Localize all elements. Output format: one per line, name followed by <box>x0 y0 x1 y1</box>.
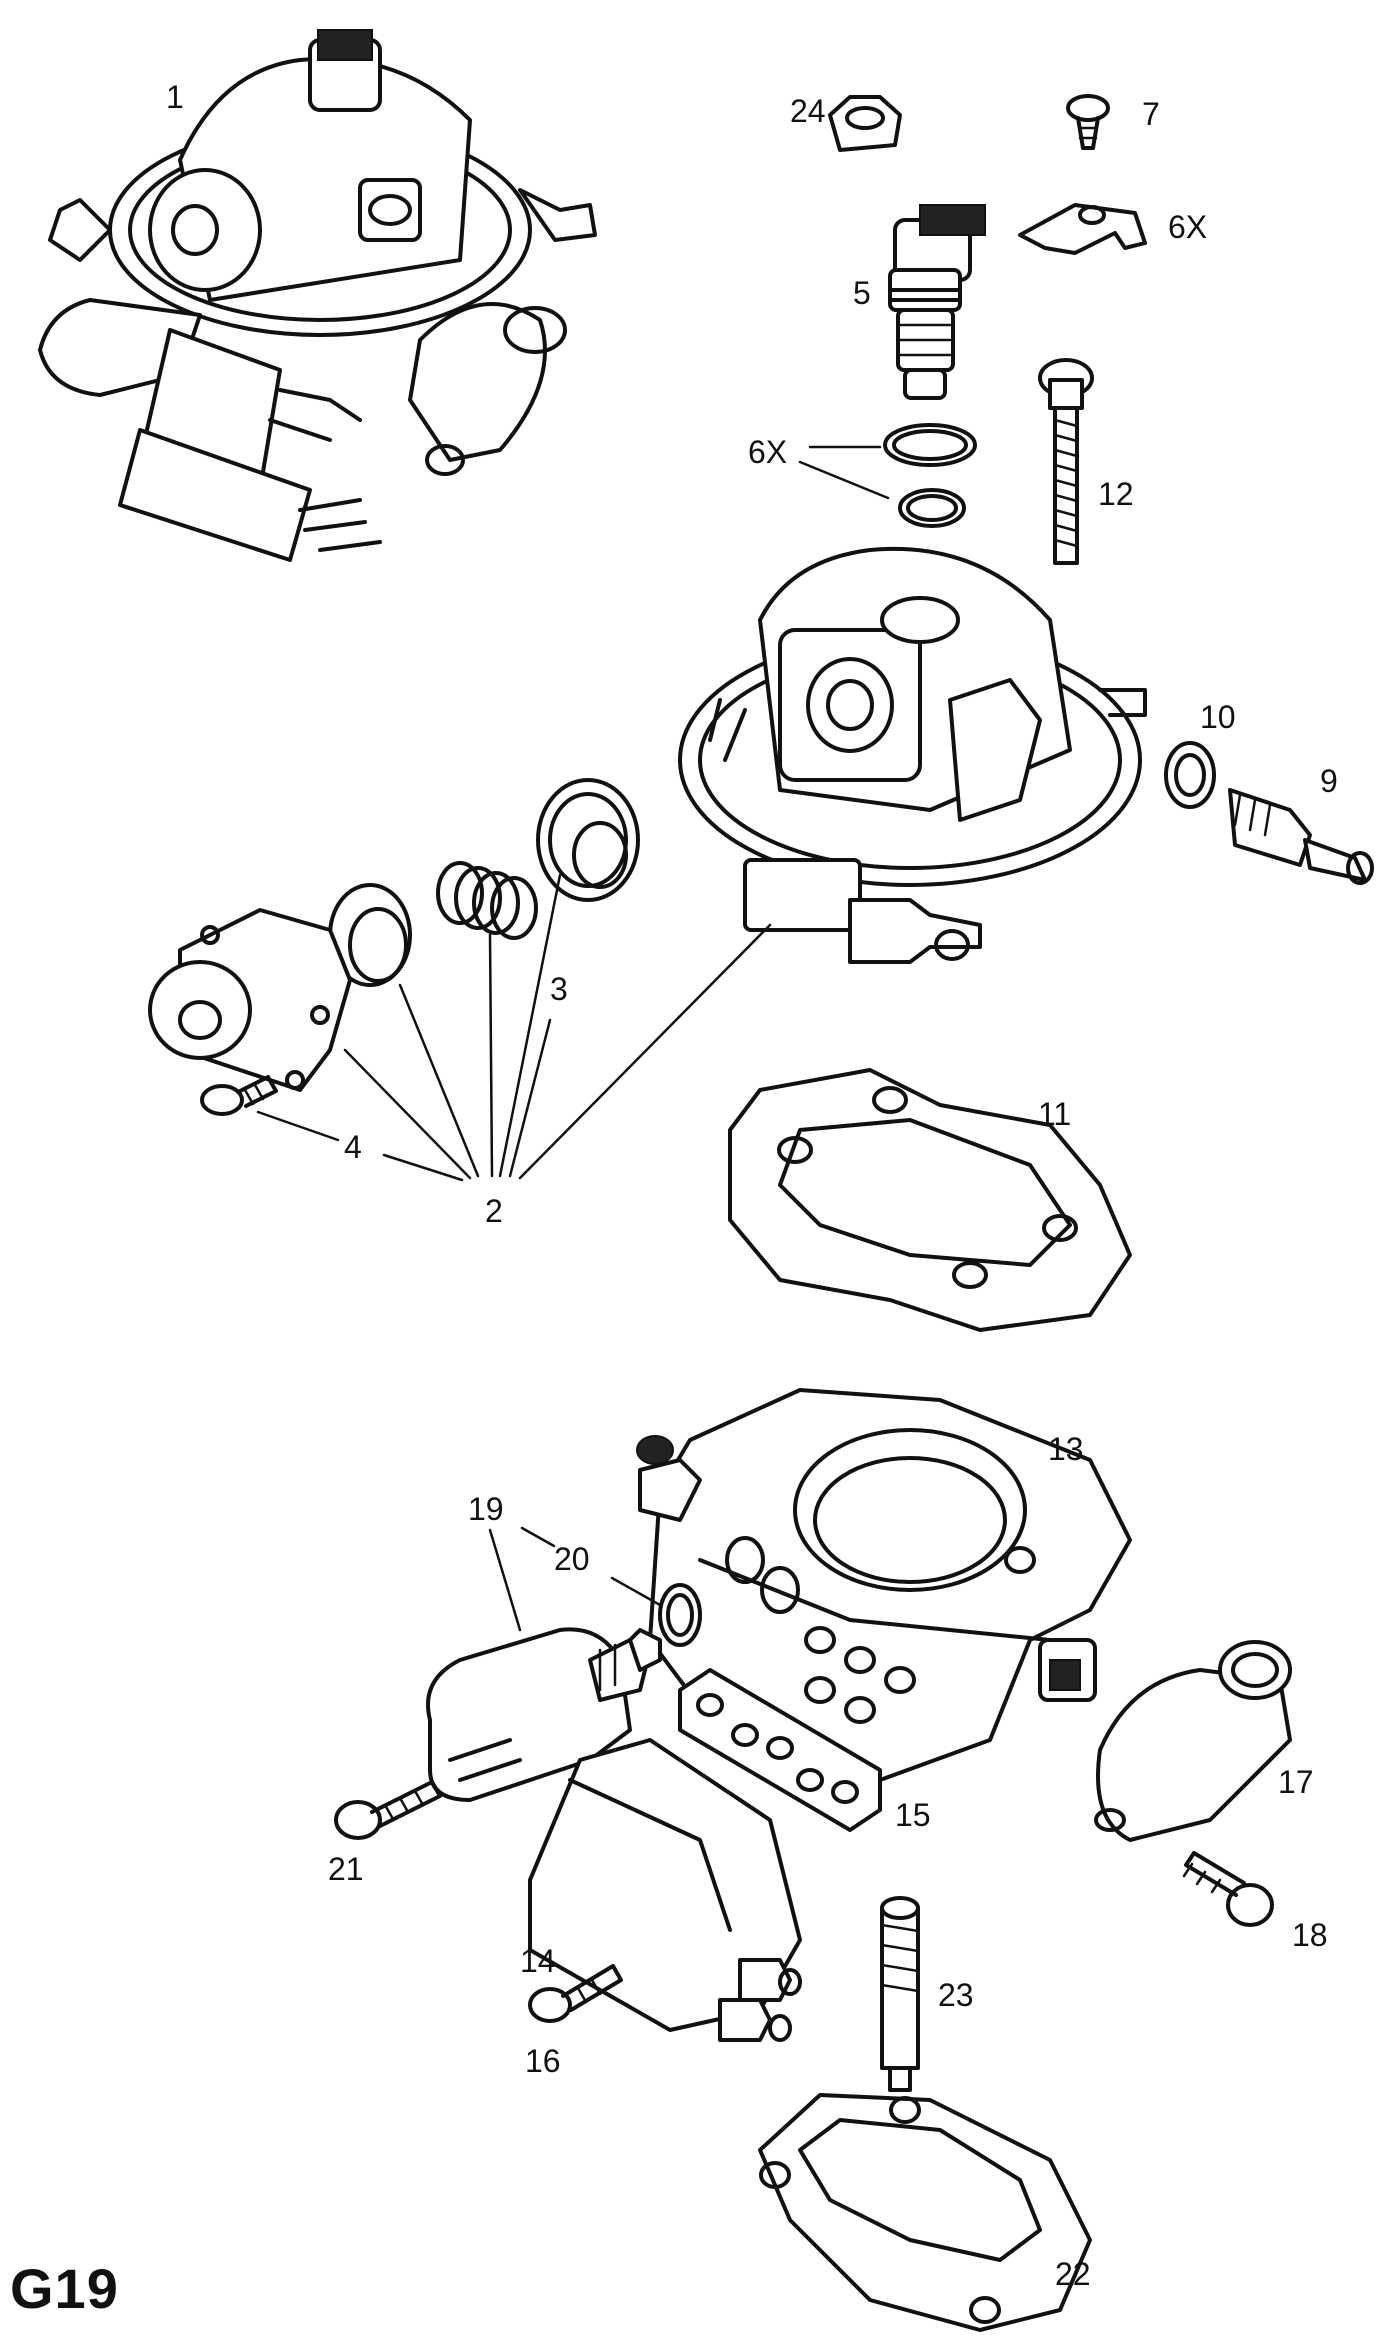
callout-18: 18 <box>1292 1917 1328 1953</box>
callout-21: 21 <box>328 1851 364 1887</box>
part-15-gasket: 15 <box>678 1668 931 1833</box>
callout-7: 6X <box>1168 209 1207 245</box>
callout-20: 20 <box>554 1541 590 1577</box>
callout-22: 22 <box>1055 2256 1091 2292</box>
spring <box>436 861 538 940</box>
callout-8: 7 <box>1142 96 1160 132</box>
callout-5: 5 <box>853 275 871 311</box>
callout-6x: 6X <box>748 434 787 470</box>
part-13-throttle-housing: 13 <box>636 1388 1132 1782</box>
callout-16: 16 <box>525 2043 561 2079</box>
callout-23: 23 <box>938 1977 974 2013</box>
part-18-screw: 18 <box>1182 1851 1328 1953</box>
upper-housing <box>678 546 1147 964</box>
part-5-injector: 5 <box>853 204 986 400</box>
callout-24: 24 <box>790 93 826 129</box>
callout-15: 15 <box>895 1797 931 1833</box>
callout-17: 17 <box>1278 1764 1314 1800</box>
part-22-gasket: 22 <box>758 2093 1092 2332</box>
callout-13: 13 <box>1048 1431 1084 1467</box>
part-23-stud: 23 <box>880 1896 974 2092</box>
callout-2: 2 <box>485 1193 503 1229</box>
part-24-nut: 24 <box>790 93 902 152</box>
callout-3: 3 <box>550 971 568 1007</box>
callout-9: 9 <box>1320 763 1338 799</box>
part-1-throttle-body-assembly: 1 <box>38 29 597 562</box>
part-3-diaphragm-cup: 3 <box>536 778 640 1007</box>
callout-11: 11 <box>1038 1096 1071 1132</box>
part-11-gasket: 11 <box>728 1068 1132 1332</box>
callout-19: 19 <box>468 1491 504 1527</box>
part-14-cover: 14 <box>520 1738 802 2042</box>
part-4-screw: 4 <box>200 1075 362 1165</box>
part-9-fitting: 9 <box>1228 763 1374 885</box>
part-8-screw: 7 <box>1066 94 1160 150</box>
part-6x-o-rings: 6X <box>748 423 977 528</box>
part-17-sensor: 17 <box>1094 1640 1314 1842</box>
part-20-o-ring: 20 <box>554 1541 702 1647</box>
part-12-bolt: 12 <box>1038 358 1134 565</box>
part-16-screw: 16 <box>525 1964 623 2079</box>
callout-14: 14 <box>520 1943 556 1979</box>
callout-10: 10 <box>1200 699 1236 735</box>
part-7-bracket: 6X <box>1018 203 1207 255</box>
part-10-seal-ring: 10 <box>1164 699 1236 809</box>
part-21-screw: 21 <box>328 1780 442 1887</box>
callout-12: 12 <box>1098 476 1134 512</box>
page-code-label: G19 <box>10 2257 119 2320</box>
diaphragm-cover <box>148 908 352 1092</box>
callout-4: 4 <box>344 1129 362 1165</box>
part-19-idle-actuator: 19 <box>426 1491 662 1802</box>
part-2-leader-lines: 2 <box>256 873 772 1229</box>
callout-1: 1 <box>166 79 184 115</box>
